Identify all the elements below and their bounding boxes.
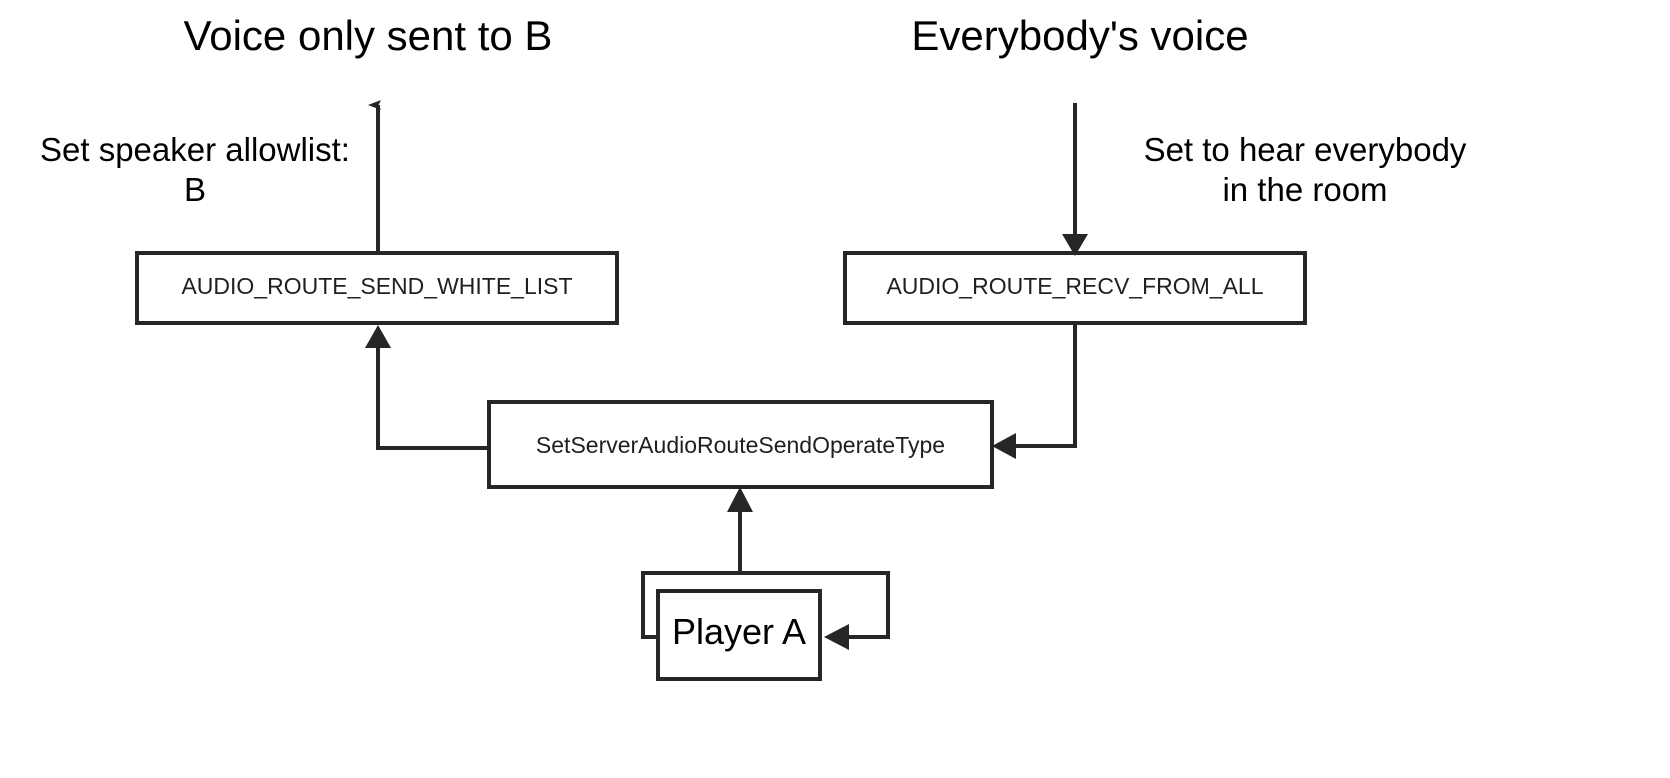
connector-player-a-self-loop xyxy=(641,571,890,639)
label-voice-only-sent-to-b: Voice only sent to B xyxy=(183,12,553,59)
box-set-server-audio-route-send-operate-type[interactable] xyxy=(487,400,994,489)
connector-recv-from-all-to-set-server xyxy=(1005,323,1077,448)
box-send-white-list[interactable] xyxy=(135,251,619,325)
box-label-player-a: Player A xyxy=(671,611,807,652)
arrowhead-into-set-server-bottom xyxy=(727,487,753,512)
arrowhead-into-recv-from-all xyxy=(1062,234,1088,256)
label-everybody-voice: Everybody's voice xyxy=(911,12,1249,59)
box-label-set-server-audio-route-send-operate-type: SetServerAudioRouteSendOperateType xyxy=(535,432,946,458)
box-label-recv-from-all: AUDIO_ROUTE_RECV_FROM_ALL xyxy=(886,273,1264,299)
label-set-speaker-allowlist: Set speaker allowlist: B xyxy=(40,131,350,209)
box-recv-from-all[interactable] xyxy=(843,251,1307,325)
arrowhead-into-player-a-right xyxy=(824,624,849,650)
arrowhead-into-send-white-list xyxy=(365,325,391,348)
box-player-a[interactable] xyxy=(656,589,822,681)
connector-set-server-to-send-white-list xyxy=(376,338,489,450)
box-label-send-white-list: AUDIO_ROUTE_SEND_WHITE_LIST xyxy=(181,273,573,299)
arrowhead-into-set-server-right xyxy=(992,433,1016,459)
label-set-to-hear-everybody: Set to hear everybody in the room xyxy=(1143,131,1467,209)
